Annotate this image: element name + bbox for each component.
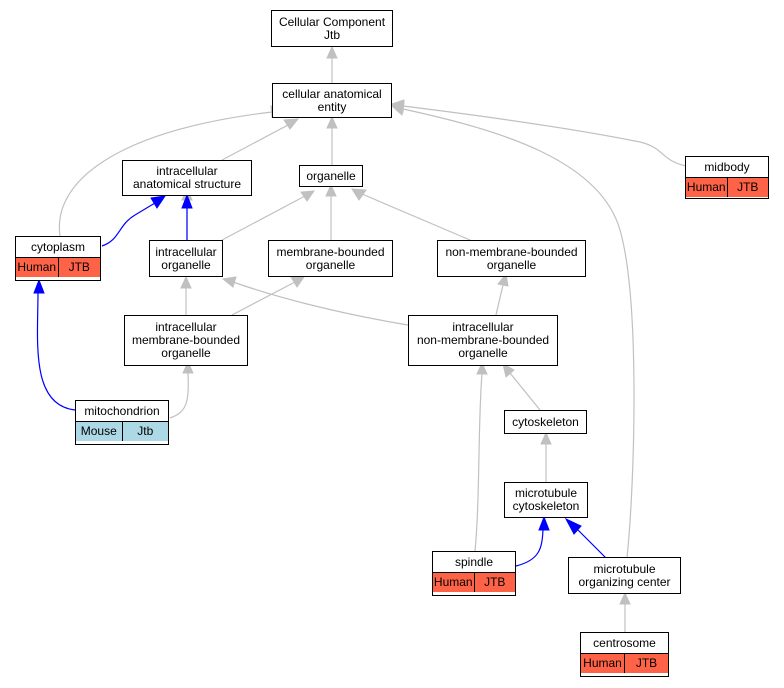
record-title: spindle	[433, 552, 515, 573]
arrowhead	[290, 276, 305, 288]
node-spindle[interactable]: spindle Human JTB	[432, 551, 516, 596]
edge-nmb-organelle	[361, 193, 471, 241]
node-intracellular-anatomical-structure[interactable]: intracellular anatomical structure	[122, 160, 252, 196]
node-organelle[interactable]: organelle	[299, 165, 363, 187]
arrowhead	[564, 517, 582, 535]
arrowhead	[33, 278, 45, 294]
node-label: cytoskeleton	[512, 414, 579, 429]
edge-spindle-mc	[515, 529, 544, 567]
species-cell: Human	[17, 260, 57, 274]
arrowhead	[390, 102, 405, 116]
arrowhead	[150, 195, 167, 209]
gene-cell: JTB	[624, 654, 668, 673]
node-intracellular-non-membrane-bounded-organelle[interactable]: intracellular non-membrane-bounded organ…	[408, 315, 558, 366]
node-label: intracellular anatomical structure	[132, 164, 242, 191]
node-mitochondrion[interactable]: mitochondrion Mouse Jtb	[75, 400, 169, 445]
node-label: intracellular organelle	[155, 244, 217, 272]
record-title: cytoplasm	[16, 237, 100, 258]
species-cell: Human	[686, 180, 726, 194]
edge-cytoskeleton-inmb	[509, 372, 541, 411]
record-title: mitochondrion	[76, 401, 168, 422]
node-cellular-component-jtb[interactable]: Cellular Component Jtb	[271, 10, 393, 47]
arrowhead	[180, 275, 192, 289]
record-title: midbody	[686, 157, 768, 178]
arrowhead	[325, 183, 337, 197]
edge-inmb-nmb	[495, 284, 504, 316]
species-cell: Mouse	[80, 424, 117, 438]
arrowhead	[181, 193, 193, 209]
arrowhead	[182, 360, 194, 374]
edge-cytoplasm-entity	[58, 111, 273, 237]
arrowhead	[502, 363, 515, 378]
edge-spindle-inmb	[474, 373, 483, 552]
gene-cell: JTB	[473, 573, 516, 592]
node-label: non-membrane-bounded organelle	[445, 244, 578, 272]
arrowhead	[351, 188, 367, 201]
node-label: membrane-bounded organelle	[276, 244, 385, 272]
node-label: Cellular Component Jtb	[278, 14, 386, 42]
arrowhead	[300, 190, 316, 202]
edge-mtoc-entity	[402, 108, 635, 559]
node-membrane-bounded-organelle[interactable]: membrane-bounded organelle	[268, 240, 393, 277]
edge-cytoplasm-ias	[101, 202, 156, 247]
species-cell: Human	[433, 575, 473, 589]
arrowhead	[476, 361, 488, 375]
edge-inmb-io	[232, 281, 409, 326]
gene-cell: JTB	[726, 178, 769, 197]
annotation-row: Human JTB	[16, 258, 100, 277]
gene-cell: Jtb	[121, 422, 169, 441]
node-label: microtubule cytoskeleton	[512, 486, 580, 513]
edge-ias-entity	[221, 124, 289, 161]
annotation-row: Human JTB	[686, 178, 768, 197]
gene-cell: JTB	[57, 258, 101, 277]
annotation-row: Mouse Jtb	[76, 422, 168, 441]
edge-io-organelle	[221, 195, 306, 241]
node-label: intracellular membrane-bounded organelle	[131, 320, 241, 360]
arrowhead	[326, 115, 338, 129]
node-label: intracellular non-membrane-bounded organ…	[416, 320, 550, 360]
node-intracellular-membrane-bounded-organelle[interactable]: intracellular membrane-bounded organelle	[124, 315, 248, 366]
edge-mito-imb	[169, 371, 189, 419]
node-microtubule-cytoskeleton[interactable]: microtubule cytoskeleton	[504, 482, 588, 518]
node-microtubule-organizing-center[interactable]: microtubule organizing center	[568, 557, 681, 594]
arrowhead	[538, 515, 550, 531]
node-label: microtubule organizing center	[578, 561, 671, 589]
arrowhead	[540, 431, 552, 445]
arrowhead	[283, 118, 300, 130]
arrowhead	[221, 276, 237, 288]
annotation-row: Human JTB	[433, 573, 515, 592]
arrowhead	[497, 272, 509, 287]
edge-imb-mb	[231, 281, 296, 316]
edge-midbody-entity	[402, 105, 687, 167]
node-midbody[interactable]: midbody Human JTB	[685, 156, 769, 199]
edge-mito-cytoplasm	[36, 291, 76, 411]
arrowhead	[326, 45, 338, 59]
edge-mtoc-mc	[577, 529, 607, 559]
species-cell: Human	[583, 656, 622, 670]
node-centrosome[interactable]: centrosome Human JTB	[580, 632, 669, 677]
node-non-membrane-bounded-organelle[interactable]: non-membrane-bounded organelle	[437, 240, 586, 277]
annotation-row: Human JTB	[581, 654, 668, 673]
node-cellular-anatomical-entity[interactable]: cellular anatomical entity	[272, 83, 392, 118]
node-label: organelle	[306, 168, 356, 183]
record-title: centrosome	[581, 633, 668, 654]
arrowhead	[619, 591, 631, 605]
node-cytoskeleton[interactable]: cytoskeleton	[504, 410, 587, 434]
node-label: cellular anatomical entity	[282, 86, 382, 114]
node-intracellular-organelle[interactable]: intracellular organelle	[149, 240, 223, 277]
node-cytoplasm[interactable]: cytoplasm Human JTB	[15, 236, 101, 281]
